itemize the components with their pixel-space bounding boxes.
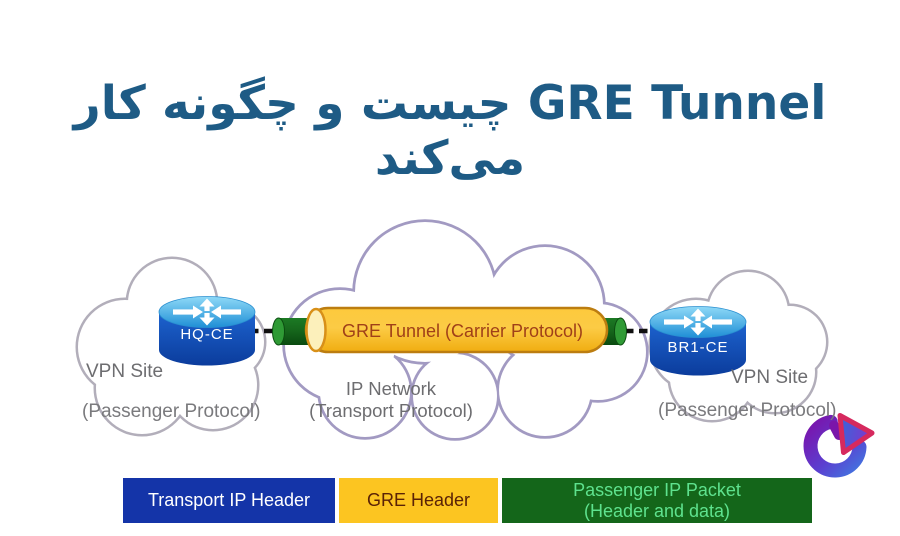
play-logo-icon [803, 413, 875, 478]
segment-passenger-line2: (Header and data) [583, 500, 731, 521]
segment-transport-ip-header-label: Transport IP Header [147, 490, 311, 510]
segment-passenger-ip-packet: Passenger IP Packet (Header and data) [502, 478, 812, 523]
ip-network-label: IP Network (Transport Protocol) [291, 378, 491, 422]
ip-network-line1: IP Network [345, 378, 437, 399]
left-passenger-protocol-label: (Passenger Protocol) [82, 401, 261, 422]
right-site-label: VPN Site [731, 367, 809, 388]
ip-network-line2: (Transport Protocol) [309, 400, 473, 421]
segment-passenger-line1: Passenger IP Packet [573, 479, 741, 500]
packet-bar: Transport IP Header GRE Header Passenger… [123, 478, 812, 523]
segment-gre-header: GRE Header [339, 478, 498, 523]
gre-tunnel-shape [304, 306, 609, 354]
router-label-hq-ce: HQ-CE [180, 326, 234, 343]
gre-tunnel-label: GRE Tunnel (Carrier Protocol) [341, 321, 584, 341]
segment-transport-ip-header: Transport IP Header [123, 478, 335, 523]
right-passenger-protocol-label: (Passenger Protocol) [658, 400, 837, 421]
tunnel-endcap-left-icon [272, 317, 309, 346]
segment-gre-header-label: GRE Header [366, 490, 471, 510]
left-site-label: VPN Site [86, 361, 164, 382]
router-label-br1-ce: BR1-CE [667, 339, 729, 356]
page-title: GRE Tunnel چیست و چگونه کار می‌کند [73, 76, 827, 186]
